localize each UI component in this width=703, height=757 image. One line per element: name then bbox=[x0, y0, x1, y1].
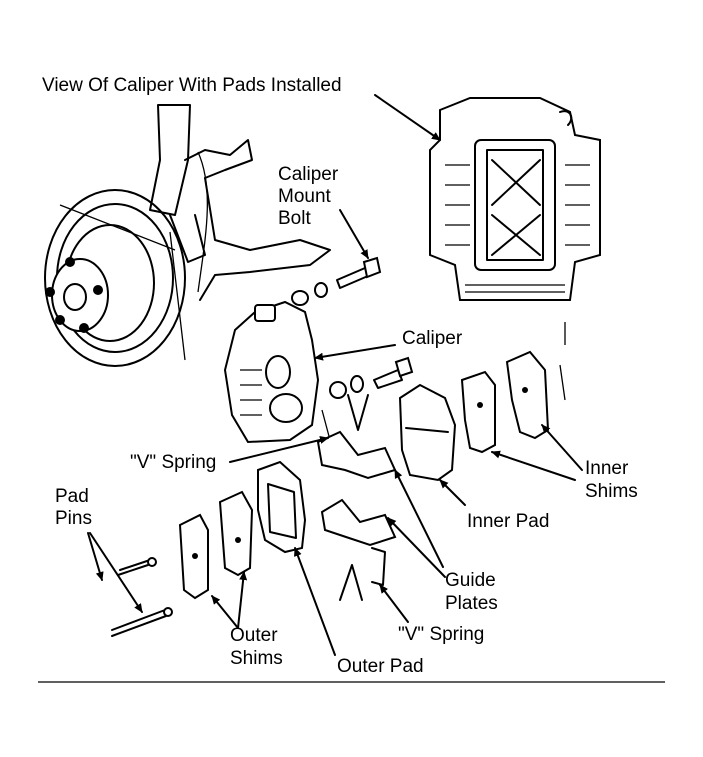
label-outer-shims-line1: Outer bbox=[230, 625, 278, 646]
pad-pins-drawing bbox=[111, 557, 173, 637]
rotor-assembly-drawing bbox=[44, 104, 331, 367]
installed-caliper-view-drawing bbox=[429, 97, 601, 401]
label-inner-shims-line2: Shims bbox=[585, 481, 638, 502]
label-v-spring-bottom: "V" Spring bbox=[398, 624, 484, 645]
label-v-spring-left: "V" Spring bbox=[130, 452, 216, 473]
label-guide-plates-line2: Plates bbox=[445, 593, 498, 614]
v-spring-lower-drawing bbox=[339, 547, 386, 601]
inner-pad-drawing bbox=[398, 383, 457, 482]
label-caliper: Caliper bbox=[402, 328, 463, 349]
leader-arrows bbox=[87, 94, 583, 656]
outer-pad-drawing bbox=[257, 460, 307, 554]
label-view-caliper: View Of Caliper With Pads Installed bbox=[42, 75, 342, 96]
label-pad-pins: Pad Pins bbox=[55, 486, 92, 529]
label-pad-pins-line1: Pad bbox=[55, 486, 89, 507]
inner-shims-drawing bbox=[460, 350, 550, 454]
guide-plates-drawing bbox=[316, 430, 397, 547]
label-outer-shims-line2: Shims bbox=[230, 648, 283, 669]
label-pad-pins-line2: Pins bbox=[55, 508, 92, 529]
v-spring-upper-drawing bbox=[321, 394, 369, 441]
label-inner-pad: Inner Pad bbox=[467, 511, 549, 532]
label-outer-pad: Outer Pad bbox=[337, 656, 424, 677]
label-caliper-mount-bolt: Caliper Mount Bolt bbox=[278, 164, 339, 229]
label-caliper-mount-bolt-line2: Mount bbox=[278, 186, 332, 207]
label-inner-shims: Inner Shims bbox=[585, 458, 638, 502]
label-guide-plates-line1: Guide bbox=[445, 570, 496, 591]
label-outer-shims: Outer Shims bbox=[230, 625, 283, 669]
outer-shims-drawing bbox=[178, 490, 254, 600]
label-inner-shims-line1: Inner bbox=[585, 458, 629, 479]
caliper-drawing bbox=[223, 300, 414, 444]
label-caliper-mount-bolt-line1: Caliper bbox=[278, 164, 339, 185]
label-guide-plates: Guide Plates bbox=[445, 570, 498, 614]
label-caliper-mount-bolt-line3: Bolt bbox=[278, 208, 311, 229]
caliper-mount-bolt-drawing bbox=[291, 256, 382, 306]
